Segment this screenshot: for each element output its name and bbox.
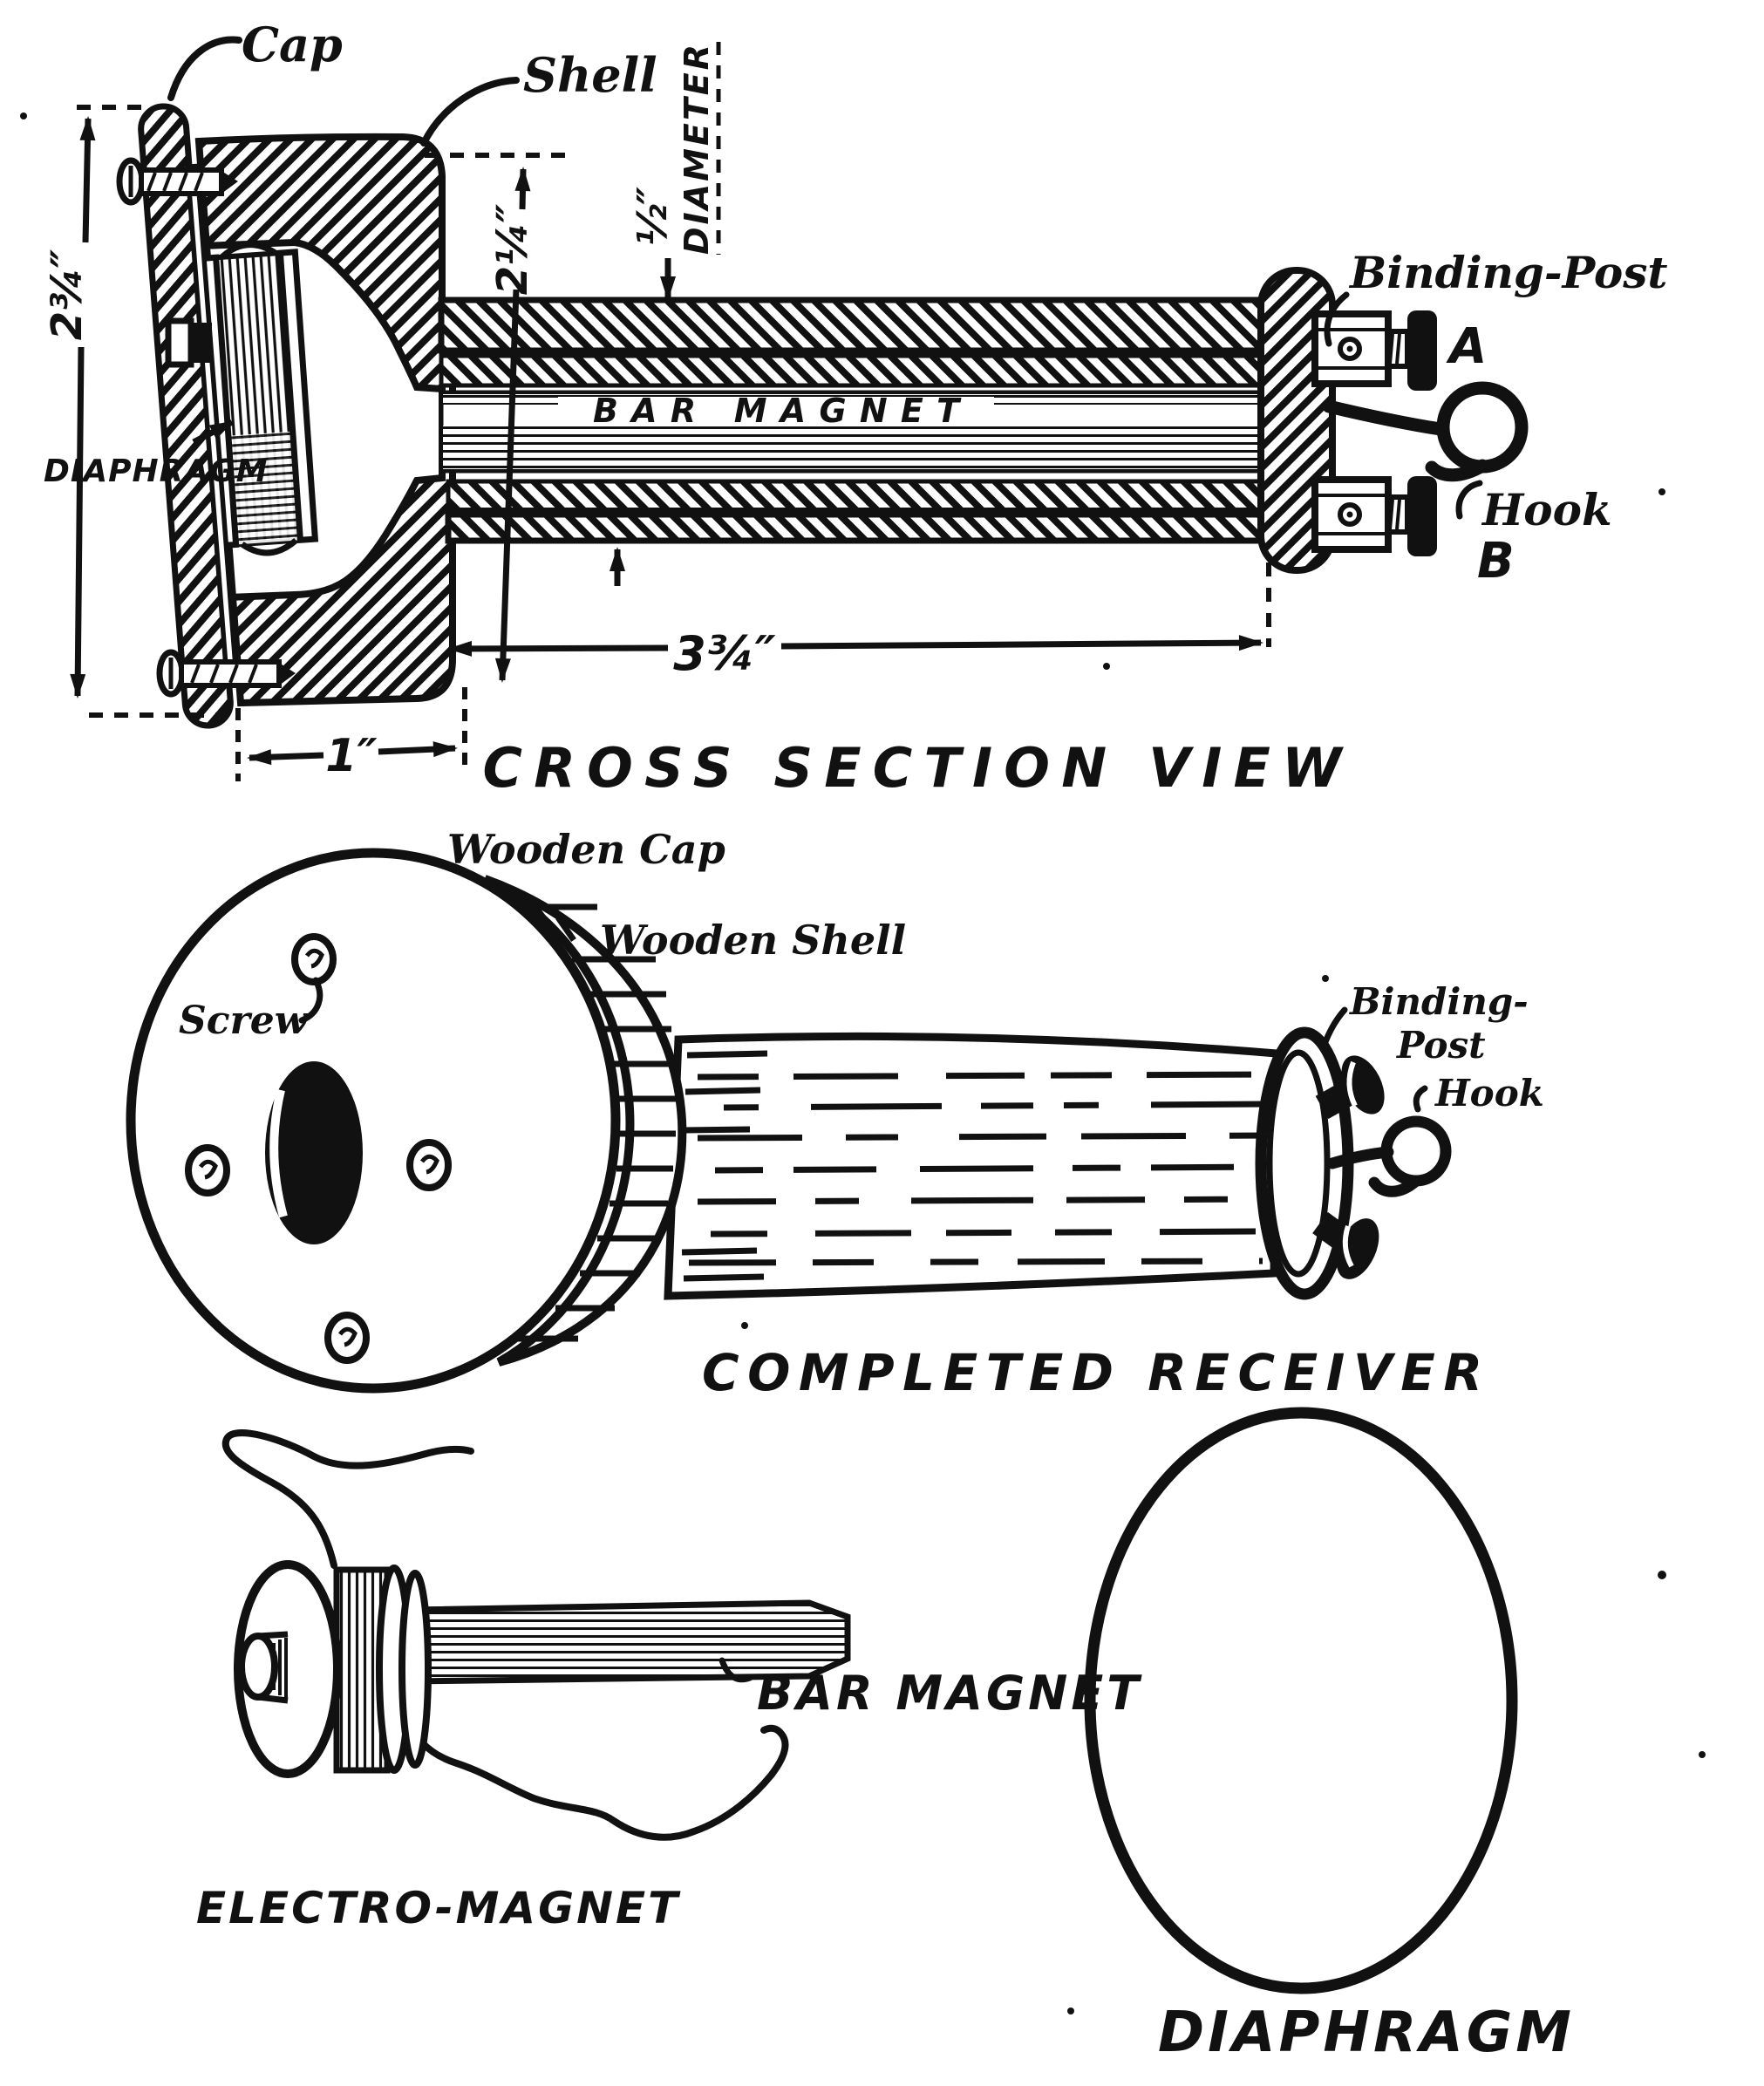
tube-inner-wall-bottom xyxy=(446,479,1263,514)
receiver-binding-post-top xyxy=(1315,1055,1385,1120)
dimension-overall-height: 2¾″ xyxy=(43,105,225,718)
terminal-a-label: A xyxy=(1446,318,1487,375)
cap-leader-line xyxy=(167,36,242,101)
binding-post-b xyxy=(1311,476,1437,556)
cap-screw-top xyxy=(116,157,238,206)
bar-magnet-part-label: BAR MAGNET xyxy=(757,1666,1142,1721)
wooden-shell-label: Wooden Shell xyxy=(600,917,906,964)
completed-receiver-view: Wooden Cap Wooden Shell Screw Binding- P… xyxy=(126,826,1544,1402)
svg-text:2¼″: 2¼″ xyxy=(488,203,537,295)
receiver-binding-post-leader xyxy=(1319,1006,1348,1053)
dimension-cap-depth: 1″ xyxy=(235,687,467,782)
tube-outer-wall-top xyxy=(438,297,1264,354)
cap-face-screws xyxy=(185,933,452,1364)
svg-text:½″: ½″ xyxy=(629,186,676,246)
tube-inner-wall-top xyxy=(439,353,1263,388)
receiver-binding-post-label-2: Post xyxy=(1396,1024,1486,1067)
cap-rim-texture xyxy=(503,887,676,1342)
coil-wire-lower xyxy=(399,1704,789,1841)
binding-post-leader xyxy=(1324,291,1350,347)
ink-specks xyxy=(20,112,1706,2014)
receiver-hook xyxy=(1326,1115,1452,1197)
shell-leader-line xyxy=(420,77,520,147)
diaphragm-part-label: DIAPHRAGM xyxy=(1158,2001,1575,2065)
svg-text:3¾″: 3¾″ xyxy=(673,626,776,681)
core-block xyxy=(165,317,212,368)
coil-cross-section xyxy=(197,242,319,556)
receiver-hook-leader xyxy=(1413,1085,1428,1113)
completed-receiver-title: COMPLETED RECEIVER xyxy=(702,1343,1482,1402)
receiver-binding-post-bottom xyxy=(1312,1211,1379,1279)
barrel-wood-grain xyxy=(681,1050,1272,1282)
wooden-cap-label: Wooden Cap xyxy=(447,826,725,873)
cap-screw-bottom xyxy=(156,649,296,698)
coil-wire-upper xyxy=(221,1429,474,1569)
binding-post-a xyxy=(1311,310,1437,391)
diaphragm-arrow xyxy=(192,419,235,446)
electro-magnet-part xyxy=(234,1560,432,1778)
dimension-tube-diameter: ½″ DIAMETER xyxy=(610,42,721,586)
bar-magnet-cross-section: BAR MAGNET xyxy=(439,390,1263,474)
terminal-b-label: B xyxy=(1477,533,1515,590)
hook-cross-section xyxy=(1322,381,1529,482)
svg-text:1″: 1″ xyxy=(325,730,377,782)
bar-magnet-part-leader xyxy=(719,1657,753,1683)
binding-post-label: Binding-Post xyxy=(1348,247,1667,298)
hole-highlight xyxy=(269,1088,288,1218)
cap-center-hole xyxy=(265,1061,363,1244)
screw-label: Screw xyxy=(179,999,310,1043)
hook-leader xyxy=(1455,480,1483,520)
tube-outer-wall-bottom xyxy=(445,511,1264,544)
cross-section-title: CROSS SECTION VIEW xyxy=(483,736,1345,800)
electro-magnet-label: ELECTRO-MAGNET xyxy=(196,1883,681,1933)
svg-text:DIAMETER: DIAMETER xyxy=(678,42,716,255)
cross-section-view: BAR MAGNET xyxy=(43,17,1667,800)
svg-text:2¾″: 2¾″ xyxy=(43,249,92,340)
dimension-shell-height: 2¼″ xyxy=(425,153,565,683)
dimension-tube-length: 3¾″ xyxy=(447,562,1271,681)
hook-label: Hook xyxy=(1481,484,1612,535)
shell-label: Shell xyxy=(523,47,657,103)
diaphragm-part xyxy=(1084,1407,1518,1994)
receiver-binding-post-label-1: Binding- xyxy=(1349,980,1529,1023)
receiver-hook-label: Hook xyxy=(1434,1072,1544,1115)
receiver-cap-face xyxy=(126,848,621,1394)
parts-group: BAR MAGNET ELECTRO-MAGNET DIAPHRAGM xyxy=(196,1407,1575,2065)
cap-label: Cap xyxy=(242,17,343,72)
screw-leader xyxy=(298,977,324,1024)
